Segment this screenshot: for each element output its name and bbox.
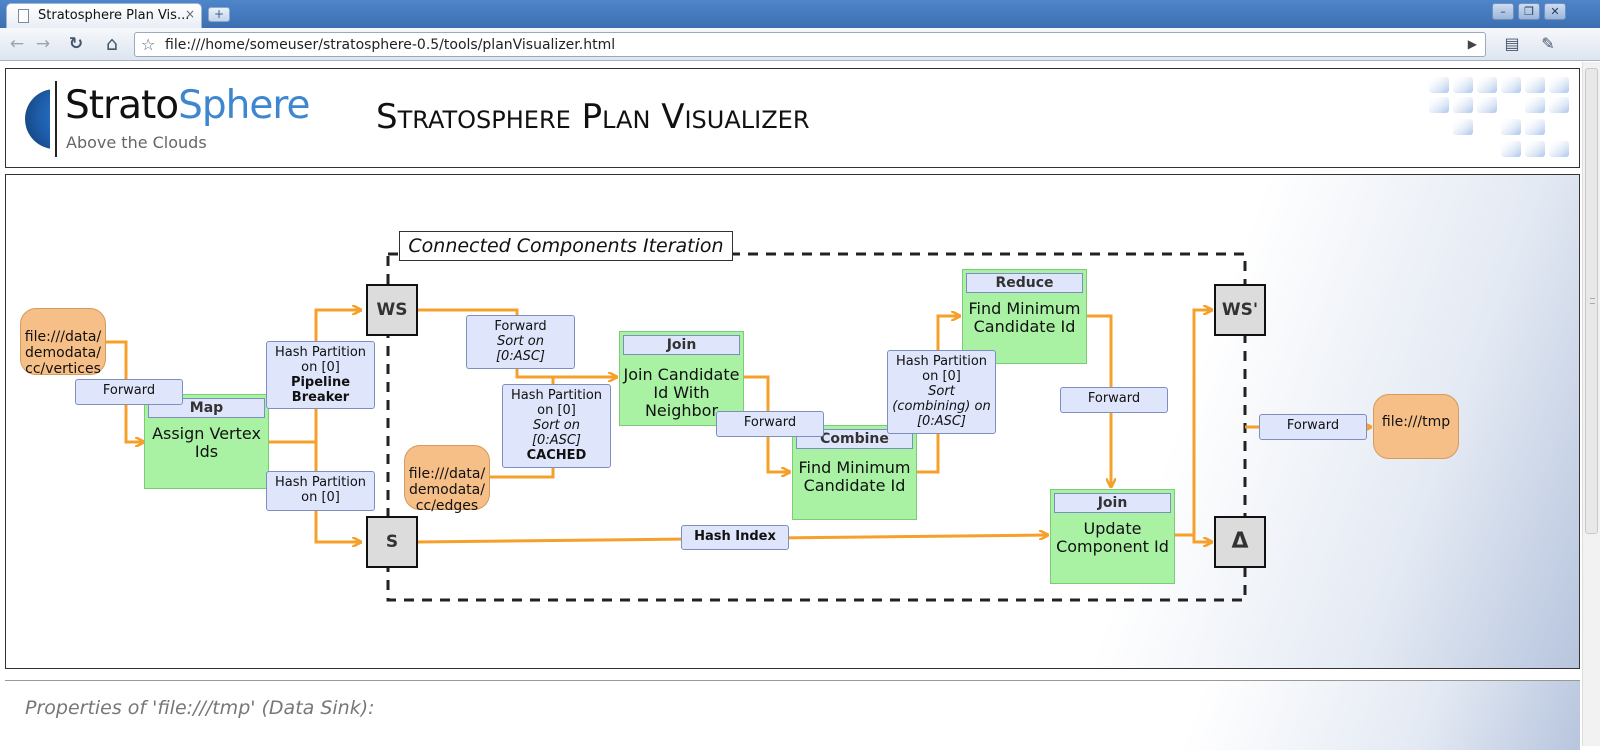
- edge-label-forward-sort: Forward Sort on [0:ASC]: [466, 315, 575, 369]
- edge-label-hash-cached: Hash Partition on [0] Sort on [0:ASC] CA…: [502, 384, 611, 468]
- logo-name-part1: Strato: [65, 83, 179, 128]
- close-window-button[interactable]: ✕: [1544, 3, 1566, 20]
- address-bar[interactable]: ☆ file:///home/someuser/stratosphere-0.5…: [134, 32, 1486, 57]
- page-menu-icon[interactable]: ▤: [1504, 34, 1520, 53]
- maximize-button[interactable]: ❐: [1518, 3, 1540, 20]
- minimize-button[interactable]: –: [1492, 3, 1514, 20]
- logo-divider: [55, 81, 57, 157]
- operator-name: Join Candidate Id With Neighbor: [623, 365, 740, 420]
- operator-name: Update Component Id: [1056, 519, 1169, 556]
- edge-text: Hash Partition: [274, 345, 367, 360]
- browser-tab[interactable]: Stratosphere Plan Vis... ×: [6, 3, 202, 28]
- edge-join2-delta: [1175, 533, 1212, 542]
- workset-node[interactable]: WS: [366, 284, 418, 336]
- home-button[interactable]: ⌂: [105, 33, 119, 55]
- edge-text: on [0]: [301, 360, 340, 375]
- tab-strip: Stratosphere Plan Vis... × + – ❐ ✕: [0, 0, 1600, 28]
- scrollbar-thumb[interactable]: [1585, 68, 1598, 534]
- operator-type-label: Reduce: [966, 273, 1083, 293]
- operator-join-candidate[interactable]: Join Join Candidate Id With Neighbor: [619, 331, 744, 426]
- edge-text: on [0]: [537, 403, 576, 418]
- wrench-menu-icon[interactable]: ✎: [1541, 34, 1555, 53]
- edge-text: on [0]: [301, 490, 340, 505]
- browser-toolbar: ← → ↻ ⌂ ☆ file:///home/someuser/stratosp…: [0, 28, 1600, 61]
- next-workset-node[interactable]: WS': [1214, 284, 1266, 336]
- sink-tmp[interactable]: file:///tmp: [1373, 394, 1459, 459]
- edge-text: [0:ASC]: [531, 433, 582, 448]
- edge-label-forward: Forward: [716, 411, 824, 437]
- operator-name: Assign Vertex Ids: [152, 424, 261, 461]
- operator-name: Find Minimum Candidate Id: [798, 458, 911, 495]
- url-text[interactable]: file:///home/someuser/stratosphere-0.5/t…: [165, 37, 616, 53]
- page-title: Stratosphere Plan Visualizer: [376, 97, 810, 137]
- edge-text: Sort on: [497, 334, 544, 349]
- operator-join-update[interactable]: Join Update Component Id: [1050, 489, 1175, 584]
- logo-mask: [50, 79, 110, 159]
- edge-text: [0:ASC]: [916, 414, 967, 429]
- edge-label-hash-index: Hash Index: [681, 525, 789, 550]
- edge-text: Pipeline: [290, 375, 351, 390]
- iteration-label: Connected Components Iteration: [399, 231, 733, 261]
- delta-node[interactable]: Δ: [1214, 516, 1266, 568]
- edge-label-hash-combining: Hash Partition on [0] Sort (combining) o…: [887, 350, 996, 434]
- edge-text: Breaker: [291, 390, 350, 405]
- logo-wordmark: StratoSphere: [65, 83, 311, 128]
- scrollbar-grip: [1590, 298, 1595, 304]
- edge-label-forward: Forward: [1060, 387, 1168, 413]
- edge-text: CACHED: [526, 448, 587, 463]
- decorative-tiles: [1429, 77, 1569, 157]
- edge-label-hash-s: Hash Partition on [0]: [266, 471, 375, 511]
- back-button[interactable]: ←: [9, 34, 25, 54]
- new-tab-button[interactable]: +: [208, 7, 230, 22]
- operator-combine[interactable]: Combine Find Minimum Candidate Id: [792, 425, 917, 520]
- edge-join2-wsprime: [1175, 310, 1212, 537]
- edge-text: Hash Partition: [274, 475, 367, 490]
- edge-label-hash-pipeline: Hash Partition on [0] Pipeline Breaker: [266, 341, 375, 409]
- edge-text: Forward: [494, 319, 547, 334]
- edge-text: Sort: [928, 384, 955, 399]
- operator-name: Find Minimum Candidate Id: [968, 299, 1081, 336]
- edge-text: on [0]: [922, 369, 961, 384]
- operator-map[interactable]: Map Assign Vertex Ids: [144, 394, 269, 489]
- go-icon[interactable]: ▶: [1467, 37, 1477, 51]
- solution-set-node[interactable]: S: [366, 516, 418, 568]
- tab-title: Stratosphere Plan Vis...: [38, 8, 190, 23]
- forward-button[interactable]: →: [35, 34, 51, 54]
- operator-type-label: Combine: [796, 429, 913, 449]
- properties-title: Properties of 'file:///tmp' (Data Sink):: [25, 697, 375, 719]
- edge-text: Hash Partition: [510, 388, 603, 403]
- source-edges[interactable]: file:///data/demodata/cc/edges: [404, 445, 490, 514]
- reload-button[interactable]: ↻: [68, 34, 84, 54]
- edge-text: Sort on: [533, 418, 580, 433]
- source-vertices[interactable]: file:///data/demodata/cc/vertices: [20, 308, 106, 377]
- edge-label-forward: Forward: [75, 379, 183, 405]
- logo-tagline: Above the Clouds: [66, 133, 207, 152]
- operator-type-label: Join: [623, 335, 740, 355]
- edge-text: Hash Partition: [895, 354, 988, 369]
- operator-reduce[interactable]: Reduce Find Minimum Candidate Id: [962, 269, 1087, 364]
- edge-label-forward: Forward: [1259, 414, 1367, 440]
- bookmark-star-icon[interactable]: ☆: [141, 35, 156, 54]
- edge-text: [0:ASC]: [495, 349, 546, 364]
- document-icon: [18, 9, 29, 23]
- vertical-scrollbar[interactable]: [1582, 62, 1600, 746]
- tab-close-icon[interactable]: ×: [185, 7, 196, 21]
- plan-diagram-panel: Connected Components Iteration file:///d…: [5, 174, 1580, 669]
- operator-type-label: Join: [1054, 493, 1171, 513]
- edge-text: (combining) on: [892, 399, 991, 414]
- properties-panel: Properties of 'file:///tmp' (Data Sink):: [5, 680, 1580, 750]
- page-header: StratoSphere Above the Clouds Stratosphe…: [5, 68, 1580, 168]
- logo-name-part2: Sphere: [178, 83, 310, 128]
- edge-reduce-join2: [1085, 314, 1111, 487]
